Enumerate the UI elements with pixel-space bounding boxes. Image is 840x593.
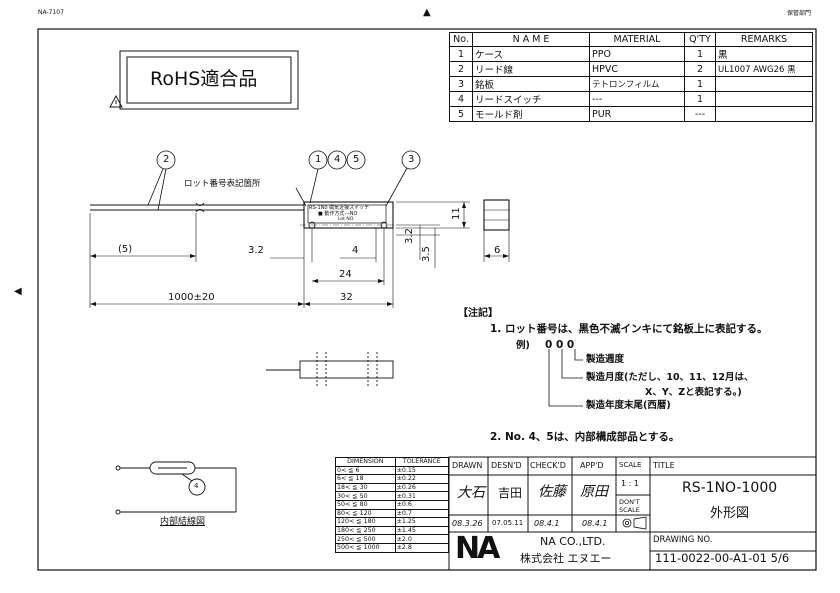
date-desnd: 07.05.11 <box>492 519 524 527</box>
balloon-4-circuit <box>188 478 206 496</box>
dim-4: 4 <box>352 245 359 256</box>
circuit-diagram <box>115 461 237 515</box>
sensor-body <box>303 201 394 229</box>
parts-header-qty: Q'TY <box>684 32 716 47</box>
dim-5: (5) <box>118 244 133 255</box>
dim-11: 11 <box>451 207 462 220</box>
note-month: 製造月度(ただし、10、11、12月は、 <box>586 372 754 383</box>
name-plate <box>307 204 387 224</box>
parts-header-name: N A M E <box>472 32 590 47</box>
projection-symbol-icon <box>622 516 647 530</box>
note-example-label: 例) <box>516 340 530 351</box>
table-row: 30< ≦ 50±0.31 <box>335 491 450 501</box>
drawing-no-header: DRAWING NO. <box>653 535 713 545</box>
balloon-2-label: 2 <box>163 154 170 165</box>
table-row: 50< ≦ 80±0.6 <box>335 499 450 510</box>
balloon-5-label: 5 <box>353 154 360 165</box>
sheet-frame <box>37 28 817 571</box>
balloon-1-label: 1 <box>315 154 322 165</box>
side-view <box>266 352 394 386</box>
rohs-outer-box <box>119 50 299 110</box>
lead-wire <box>90 202 304 213</box>
dim-24: 24 <box>339 269 352 280</box>
tolerance-table: DIMENSION TOLERANCE 0< ≦ 6±0.15 6< ≦ 18±… <box>335 457 450 553</box>
title-drawing-name: 外形図 <box>710 506 750 521</box>
lot-label: ロット番号表記箇所 <box>184 179 261 189</box>
dept-label: 保管部門 <box>787 10 812 17</box>
note-example-digits: 0 0 0 <box>545 339 575 351</box>
sig-check: 佐藤 <box>538 484 566 500</box>
table-row: 80< ≦ 120±0.7 <box>335 508 450 519</box>
doc-code: NA-7107 <box>38 9 64 16</box>
balloon-3 <box>401 150 421 170</box>
end-view <box>483 199 510 231</box>
tb-title-header: TITLE <box>653 461 675 470</box>
dim-3-2-vertical: 3.2 <box>404 228 415 244</box>
dim-32: 32 <box>340 292 353 303</box>
plate-line-2: ■ 動作方式---NO <box>318 211 358 217</box>
warning-triangle-icon <box>109 95 123 108</box>
dim-1000: 1000±20 <box>168 292 215 303</box>
tol-header-tolerance: TOLERANCE <box>394 457 450 467</box>
dim-3-5: 3.5 <box>421 246 432 262</box>
tb-appd-header: APP'D <box>580 461 604 470</box>
side-center-marker: ◀ <box>14 286 22 297</box>
company-name-jp: 株式会社 エヌエー <box>520 552 612 565</box>
note-month-2: X、Y、Zと表記する。) <box>645 387 742 398</box>
table-row: 0< ≦ 6±0.15 <box>335 465 450 476</box>
rohs-label: RoHS適合品 <box>150 68 258 90</box>
company-name-en: NA CO.,LTD. <box>540 535 606 548</box>
date-drawn: 08.3.26 <box>452 519 483 528</box>
tb-checkd-header: CHECK'D <box>530 461 566 470</box>
tb-scale-value: 1 : 1 <box>621 479 639 488</box>
date-check: 08.4.1 <box>534 519 560 528</box>
table-row: 250< ≦ 500±2.0 <box>335 534 450 544</box>
note-week: 製造週度 <box>586 354 625 365</box>
notes-heading: 【注記】 <box>458 308 498 319</box>
date-app: 08.4.1 <box>582 519 608 528</box>
note-1: 1. ロット番号は、黒色不滅インキにて銘板上に表記する。 <box>490 323 768 335</box>
balloon-4-label: 4 <box>334 154 341 165</box>
tol-header-dimension: DIMENSION <box>335 457 396 467</box>
table-row: 500< ≦ 1000±2.8 <box>335 542 450 553</box>
sig-desnd: 吉田 <box>498 486 523 500</box>
sig-app: 原田 <box>580 484 608 500</box>
tb-desnd-header: DESN'D <box>491 461 522 470</box>
parts-header-remarks: REMARKS <box>715 32 813 47</box>
table-row: 6< ≦ 18±0.22 <box>335 474 450 484</box>
table-row: 18< ≦ 30±0.26 <box>335 482 450 493</box>
title-part-number: RS-1NO-1000 <box>682 480 778 496</box>
tb-dont-scale: DON'T SCALE <box>619 498 640 514</box>
sig-drawn: 大石 <box>457 485 485 501</box>
balloon-4-circuit-label: 4 <box>194 482 199 490</box>
dim-3-2-left: 3.2 <box>248 245 264 256</box>
plate-line-1: RS-1N0 磁気近接スイッチ <box>309 205 370 211</box>
dim-6: 6 <box>494 245 501 256</box>
parts-header-no: No. <box>449 32 473 47</box>
balloon-5 <box>346 150 366 170</box>
balloon-3-label: 3 <box>408 154 415 165</box>
plate-line-3: Lot NO. <box>338 217 355 222</box>
parts-header-material: MATERIAL <box>589 32 685 47</box>
circuit-caption: 内部結線図 <box>160 517 206 527</box>
balloon-4 <box>327 150 347 170</box>
company-logo: NA <box>455 531 500 566</box>
tb-scale-header: SCALE <box>619 461 642 469</box>
table-row: 120< ≦ 180±1.25 <box>335 517 450 527</box>
table-row: 180< ≦ 250±1.45 <box>335 525 450 536</box>
top-center-marker: ▲ <box>423 7 431 18</box>
rohs-inner-box <box>126 56 292 104</box>
note-year: 製造年度末尾(西暦) <box>586 400 671 411</box>
note-2: 2. No. 4、5は、内部構成部品とする。 <box>490 431 680 443</box>
tb-drawn-header: DRAWN <box>452 461 483 470</box>
drawing-number: 111-0022-00-A1-01 5/6 <box>655 551 790 565</box>
